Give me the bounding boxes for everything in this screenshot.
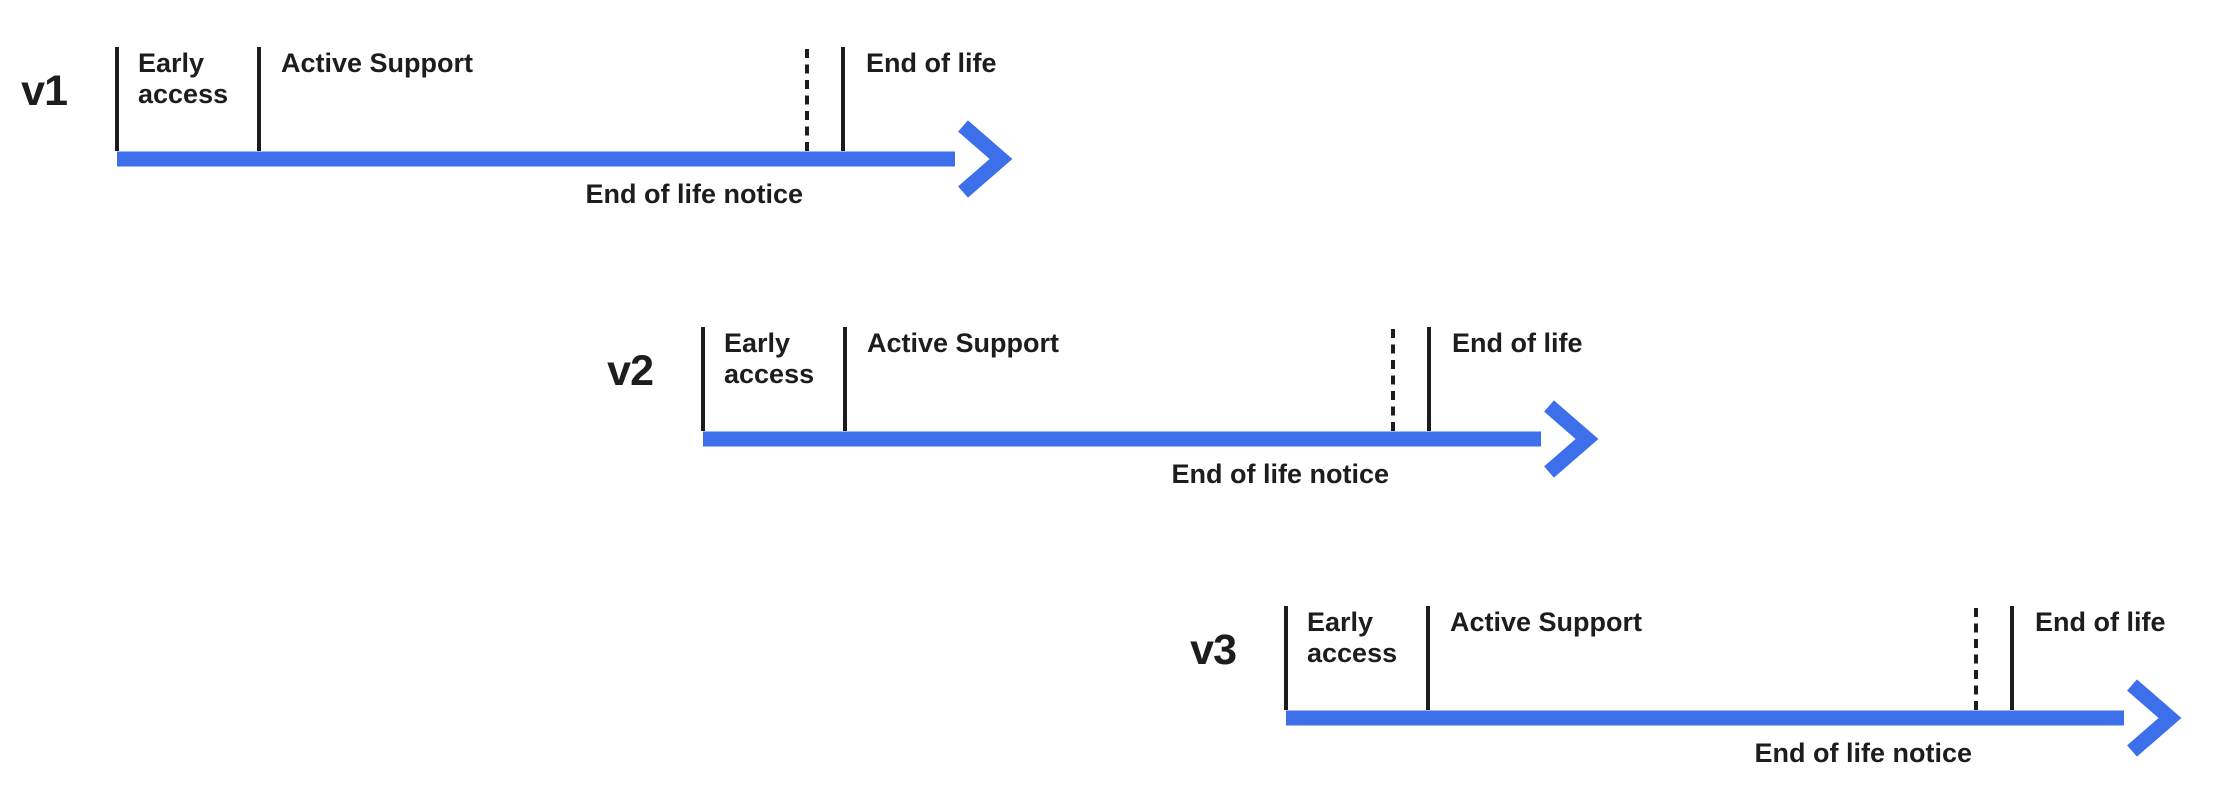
- timeline-arrowhead-icon: [958, 120, 1013, 198]
- early-access-label: Early access: [724, 328, 815, 389]
- end-of-life-label: End of life: [1452, 328, 1583, 358]
- end-of-life-label: End of life: [2035, 607, 2166, 637]
- end-of-life-notice-label: End of life notice: [1171, 459, 1389, 489]
- active-support-label: Active Support: [281, 48, 474, 78]
- version-label: v2: [607, 347, 654, 395]
- timeline-v2: v2 Early access Active Support End of li…: [583, 292, 1683, 527]
- timeline-arrowhead-icon: [2127, 679, 2182, 757]
- end-of-life-notice-label: End of life notice: [585, 179, 803, 209]
- version-label: v1: [21, 67, 68, 115]
- early-access-label: Early access: [138, 48, 229, 109]
- end-of-life-label: End of life: [866, 48, 997, 78]
- timeline-v1: v1 Early access Active Support End of li…: [0, 12, 1097, 247]
- timeline-v3: v3 Early access Active Support End of li…: [1166, 571, 2228, 806]
- active-support-label: Active Support: [867, 328, 1060, 358]
- end-of-life-notice-label: End of life notice: [1754, 738, 1972, 768]
- early-access-label: Early access: [1307, 607, 1398, 668]
- timeline-arrowhead-icon: [1544, 400, 1599, 478]
- timeline-v1-graphic: [115, 47, 1013, 198]
- active-support-label: Active Support: [1450, 607, 1643, 637]
- version-label: v3: [1190, 626, 1237, 674]
- timeline-v3-graphic: [1284, 606, 2182, 757]
- timeline-v2-graphic: [701, 327, 1599, 478]
